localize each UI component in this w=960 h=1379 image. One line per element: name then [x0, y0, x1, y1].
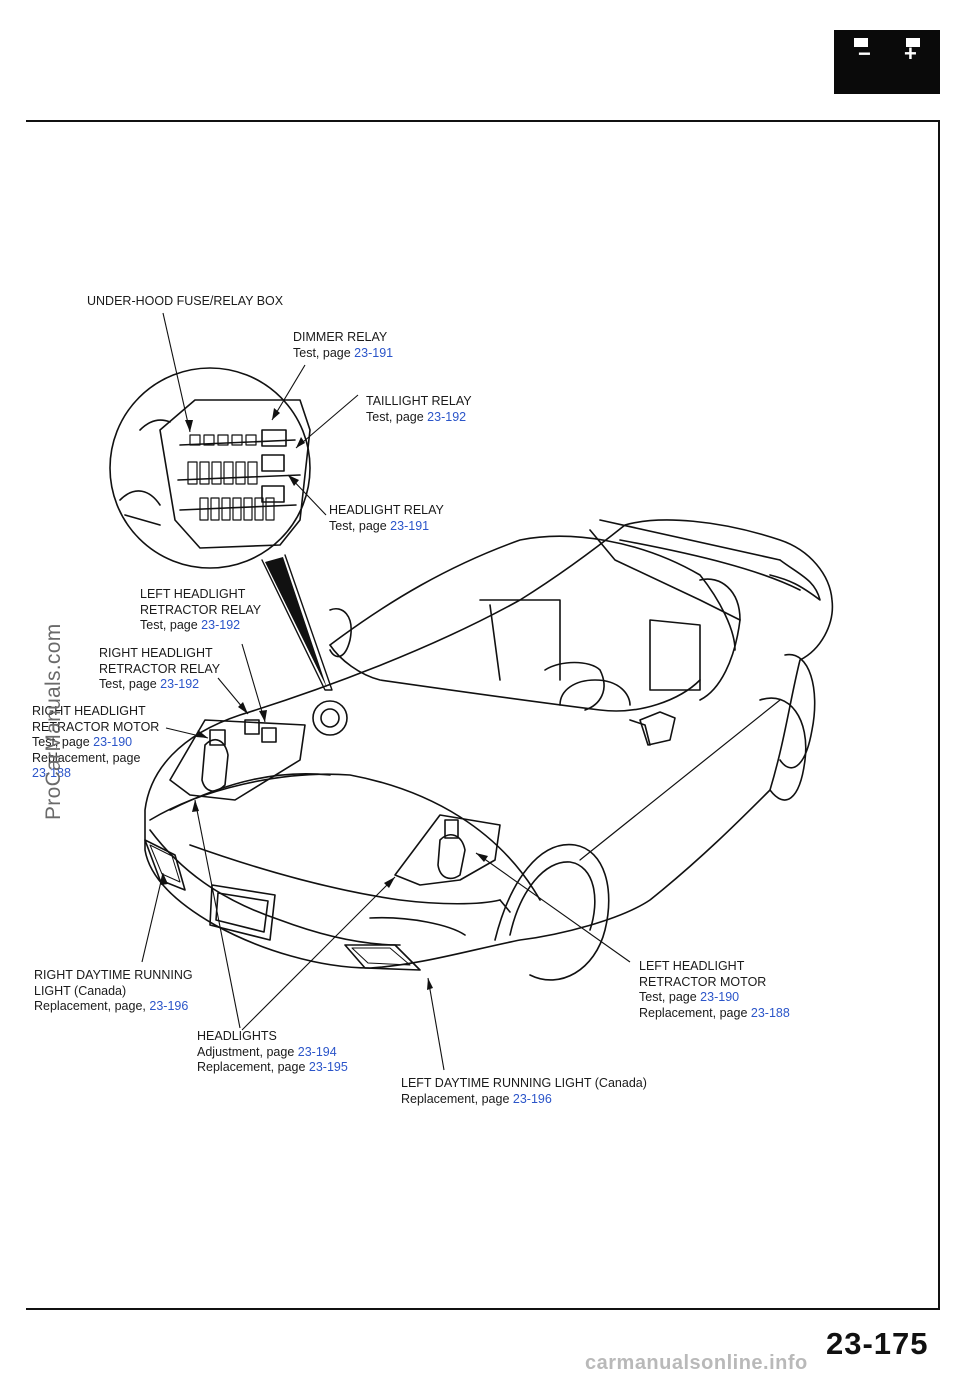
right-drl-line1: RIGHT DAYTIME RUNNING	[34, 968, 193, 982]
right-retractor-relay-label: RIGHT HEADLIGHT RETRACTOR RELAY Test, pa…	[99, 646, 220, 693]
left-retractor-motor-replacement: Replacement, page	[639, 1005, 748, 1020]
taillight-relay-ref-link[interactable]: 23-192	[427, 409, 467, 424]
car-body	[144, 519, 834, 981]
dimmer-relay-test: Test, page	[293, 345, 351, 360]
footer-site-watermark: carmanualsonline.info	[585, 1352, 808, 1374]
right-retractor-relay-line2: RETRACTOR RELAY	[99, 661, 221, 676]
left-drl-name: LEFT DAYTIME RUNNING LIGHT (Canada)	[401, 1076, 647, 1090]
left-retractor-motor-label: LEFT HEADLIGHT RETRACTOR MOTOR Test, pag…	[639, 959, 790, 1021]
left-drl-replacement: Replacement, page	[401, 1091, 510, 1106]
taillight-relay-name: TAILLIGHT RELAY	[366, 394, 472, 408]
left-retractor-motor-test-ref-link[interactable]: 23-190	[700, 990, 740, 1004]
right-retractor-motor-line1: RIGHT HEADLIGHT	[32, 704, 146, 718]
left-retractor-motor-line2: RETRACTOR MOTOR	[639, 974, 767, 989]
fuse-box-label-text: UNDER-HOOD FUSE/RELAY BOX	[87, 294, 284, 308]
left-retractor-relay-line2: RETRACTOR RELAY	[140, 602, 262, 617]
headlight-relay-name: HEADLIGHT RELAY	[329, 503, 444, 517]
right-retractor-motor-replacement-ref-link[interactable]: 23-188	[32, 766, 71, 780]
headlights-adjustment-ref-link[interactable]: 23-194	[297, 1044, 337, 1059]
left-retractor-relay-line1: LEFT HEADLIGHT	[140, 587, 246, 601]
battery-terminal-positive	[906, 38, 920, 47]
left-drl-ref-link[interactable]: 23-196	[512, 1091, 552, 1106]
leader-arrowheads	[161, 408, 488, 990]
left-retractor-motor-replacement-ref-link[interactable]: 23-188	[750, 1005, 790, 1020]
headlights-replacement: Replacement, page	[197, 1060, 306, 1074]
right-retractor-relay-ref-link[interactable]: 23-192	[160, 677, 200, 691]
taillight-relay-label: TAILLIGHT RELAY Test, page 23-192	[366, 394, 472, 425]
battery-minus-sign: −	[858, 41, 871, 66]
page-frame	[26, 120, 940, 1310]
battery-terminal-negative	[854, 38, 868, 47]
right-drl-ref-link[interactable]: 23-196	[149, 999, 189, 1013]
watermark: ProCarManuals.com	[8, 560, 65, 840]
dimmer-relay-ref-link[interactable]: 23-191	[354, 345, 394, 360]
watermark-text: ProCarManuals.com	[42, 623, 65, 821]
left-retractor-motor-test: Test, page	[639, 990, 697, 1004]
dimmer-relay-label: DIMMER RELAY Test, page 23-191	[293, 330, 393, 361]
battery-icon: − +	[834, 30, 940, 94]
headlight-relay-label: HEADLIGHT RELAY Test, page 23-191	[329, 503, 444, 534]
right-retractor-motor-test: Test, page	[32, 735, 90, 749]
right-drl-replacement: Replacement, page,	[34, 999, 146, 1013]
right-retractor-motor-replacement: Replacement, page	[32, 750, 141, 765]
page-number: 23-175	[826, 1326, 929, 1361]
dimmer-relay-name: DIMMER RELAY	[293, 330, 388, 344]
left-drl-label: LEFT DAYTIME RUNNING LIGHT (Canada) Repl…	[401, 1076, 647, 1107]
left-retractor-motor-line1: LEFT HEADLIGHT	[639, 959, 745, 973]
right-retractor-motor-label: RIGHT HEADLIGHT RETRACTOR MOTOR Test, pa…	[32, 704, 159, 782]
left-retractor-relay-ref-link[interactable]: 23-192	[201, 618, 241, 632]
right-retractor-motor-test-ref-link[interactable]: 23-190	[93, 735, 133, 749]
leader-lines	[141, 312, 631, 1071]
left-retractor-relay-test: Test, page	[140, 618, 198, 632]
fuse-box-label: UNDER-HOOD FUSE/RELAY BOX	[87, 294, 283, 310]
left-retractor-relay-label: LEFT HEADLIGHT RETRACTOR RELAY Test, pag…	[140, 587, 261, 634]
battery-plus-sign: +	[904, 41, 917, 66]
headlights-label: HEADLIGHTS Adjustment, page 23-194 Repla…	[197, 1029, 348, 1076]
fuse-box-inset	[109, 367, 311, 569]
taillight-relay-test: Test, page	[366, 409, 424, 424]
headlight-relay-ref-link[interactable]: 23-191	[390, 518, 430, 533]
headlights-replacement-ref-link[interactable]: 23-195	[308, 1060, 348, 1074]
right-drl-label: RIGHT DAYTIME RUNNING LIGHT (Canada) Rep…	[34, 968, 193, 1015]
headlight-relay-test: Test, page	[329, 518, 387, 533]
right-retractor-relay-line1: RIGHT HEADLIGHT	[99, 646, 213, 660]
headlights-adjustment: Adjustment, page	[197, 1044, 295, 1059]
headlights-name: HEADLIGHTS	[197, 1029, 277, 1043]
right-retractor-motor-line2: RETRACTOR MOTOR	[32, 719, 160, 734]
right-drl-line2: LIGHT (Canada)	[34, 983, 127, 998]
right-retractor-relay-test: Test, page	[99, 677, 157, 691]
